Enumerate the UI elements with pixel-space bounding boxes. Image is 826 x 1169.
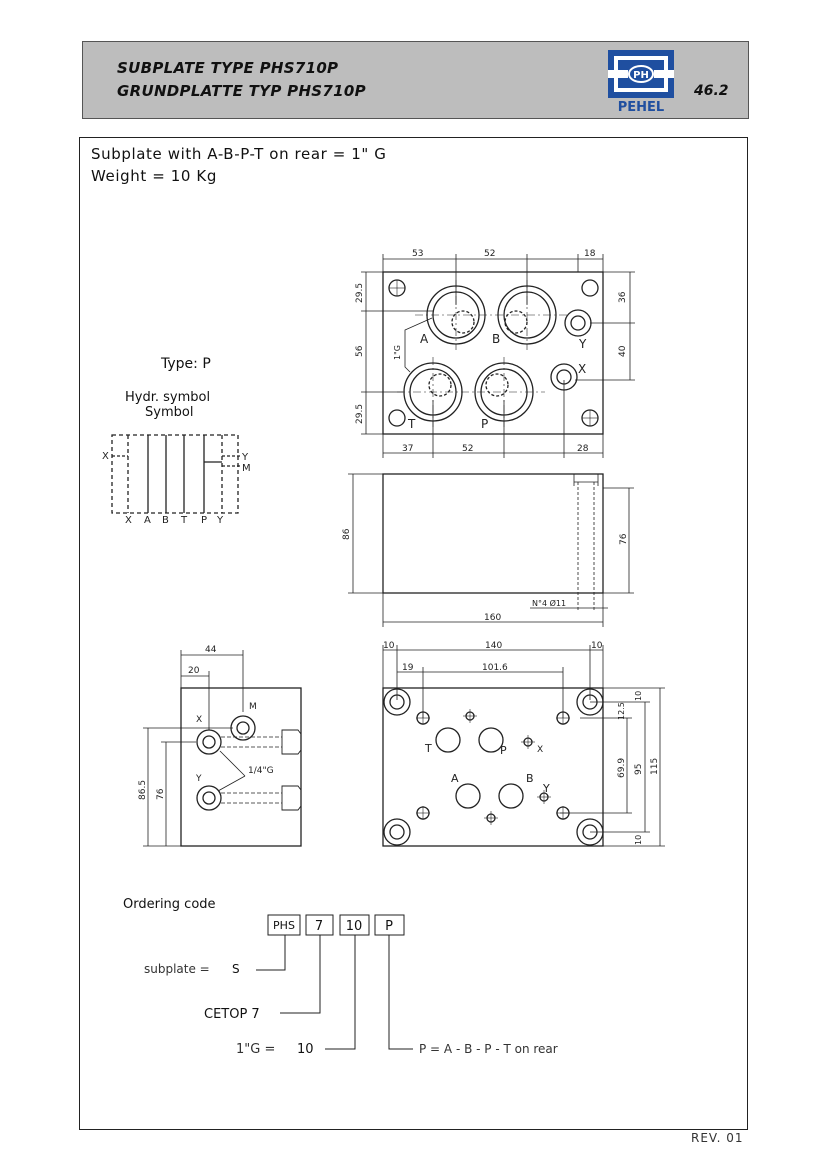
logo-mark: PH bbox=[633, 70, 649, 81]
symbol-port-m-side: M bbox=[242, 463, 251, 474]
port-label-p: P bbox=[481, 417, 488, 431]
code-box-10: 10 bbox=[346, 919, 363, 934]
title-english: SUBPLATE TYPE PHS710P bbox=[117, 59, 339, 77]
dim-53: 53 bbox=[412, 249, 423, 259]
code-box-phs: PHS bbox=[273, 919, 295, 932]
hydr-symbol-label: Hydr. symbol bbox=[125, 390, 211, 405]
dim-10-top: 10 bbox=[634, 691, 643, 701]
dim-95: 95 bbox=[634, 764, 644, 775]
subplate-label: subplate = bbox=[144, 962, 210, 976]
symbol-port-1: A bbox=[144, 515, 151, 526]
symbol-port-y-side: Y bbox=[241, 452, 249, 463]
logo-name: PEHEL bbox=[618, 100, 664, 114]
dim-86: 86 bbox=[342, 528, 352, 540]
dim-10-bottom: 10 bbox=[634, 835, 643, 845]
port-label-t: T bbox=[407, 417, 416, 431]
code-box-p: P bbox=[385, 919, 393, 934]
symbol-port-0: X bbox=[125, 515, 132, 526]
dim-40: 40 bbox=[618, 345, 628, 357]
bottom-label-b: B bbox=[526, 772, 534, 785]
left-view bbox=[143, 650, 302, 847]
holes-note: N°4 Ø11 bbox=[532, 598, 566, 608]
dim-10-right: 10 bbox=[591, 641, 603, 651]
code-box-7: 7 bbox=[315, 919, 323, 934]
option-p: P = A - B - P - T on rear bbox=[419, 1042, 558, 1056]
bottom-label-t: T bbox=[424, 742, 432, 755]
dim-12-5: 12.5 bbox=[617, 702, 626, 720]
page-number: 46.2 bbox=[694, 83, 729, 99]
dim-18: 18 bbox=[584, 249, 596, 259]
dim-37: 37 bbox=[402, 444, 413, 454]
dim-52: 52 bbox=[484, 249, 495, 259]
hydraulic-symbol bbox=[111, 434, 240, 514]
dim-36: 36 bbox=[618, 291, 628, 303]
left-label-y: Y bbox=[195, 774, 202, 784]
dim-101-6: 101.6 bbox=[482, 663, 508, 673]
port-label-x: X bbox=[578, 362, 586, 376]
dim-140: 140 bbox=[485, 641, 502, 651]
side-view bbox=[348, 473, 634, 627]
left-label-m: M bbox=[249, 702, 257, 712]
subplate-value: S bbox=[232, 962, 240, 976]
symbol-port-2: B bbox=[162, 515, 169, 526]
dim-86-5: 86.5 bbox=[138, 780, 148, 800]
cetop-label: CETOP 7 bbox=[204, 1007, 260, 1022]
bottom-label-y: Y bbox=[542, 782, 550, 795]
symbol-port-4: P bbox=[201, 515, 207, 526]
page-header: SUBPLATE TYPE PHS710P GRUNDPLATTE TYP PH… bbox=[82, 41, 749, 119]
left-label-x: X bbox=[196, 715, 202, 725]
ordering-code-boxes: PHS 7 10 P bbox=[267, 914, 405, 936]
symbol-port-3: T bbox=[180, 515, 188, 526]
dim-29-5-top: 29.5 bbox=[355, 283, 365, 303]
thread-1g: 1"G bbox=[393, 345, 402, 360]
dim-20: 20 bbox=[188, 666, 200, 676]
port-label-a: A bbox=[420, 332, 429, 346]
revision: REV. 01 bbox=[691, 1131, 744, 1145]
size-value: 10 bbox=[297, 1042, 314, 1057]
dim-76-side: 76 bbox=[619, 533, 629, 545]
port-label-b: B bbox=[492, 332, 500, 346]
top-view bbox=[361, 254, 635, 458]
bottom-label-a: A bbox=[451, 772, 459, 785]
dim-29-5-bottom: 29.5 bbox=[355, 404, 365, 424]
symbol-label: Symbol bbox=[145, 405, 194, 420]
bottom-label-x: X bbox=[537, 745, 543, 755]
symbol-port-5: Y bbox=[216, 515, 224, 526]
thread-quarter: 1/4"G bbox=[248, 766, 274, 776]
dim-115: 115 bbox=[650, 758, 660, 775]
pehel-logo: PH PEHEL bbox=[604, 48, 680, 115]
ordering-title: Ordering code bbox=[123, 897, 216, 912]
drawing-frame bbox=[79, 137, 748, 1130]
dim-19: 19 bbox=[402, 663, 414, 673]
dim-10-left: 10 bbox=[383, 641, 395, 651]
intro-line-1: Subplate with A-B-P-T on rear = 1" G bbox=[91, 145, 387, 163]
symbol-port-x-side: X bbox=[102, 451, 109, 462]
title-german: GRUNDPLATTE TYP PHS710P bbox=[117, 82, 366, 100]
dim-69-9: 69.9 bbox=[617, 758, 627, 778]
dim-160: 160 bbox=[484, 613, 501, 623]
intro-line-2: Weight = 10 Kg bbox=[91, 167, 217, 185]
bottom-label-p: P bbox=[500, 744, 507, 757]
dim-44: 44 bbox=[205, 645, 217, 655]
dim-76-left: 76 bbox=[156, 788, 166, 800]
dim-56: 56 bbox=[355, 345, 365, 357]
port-label-y: Y bbox=[578, 337, 587, 351]
dim-52b: 52 bbox=[462, 444, 473, 454]
bottom-view bbox=[382, 645, 665, 847]
ordering-code-leaders bbox=[256, 935, 413, 1050]
type-label: Type: P bbox=[161, 356, 211, 372]
size-label: 1"G = bbox=[236, 1042, 276, 1057]
dim-28: 28 bbox=[577, 444, 589, 454]
